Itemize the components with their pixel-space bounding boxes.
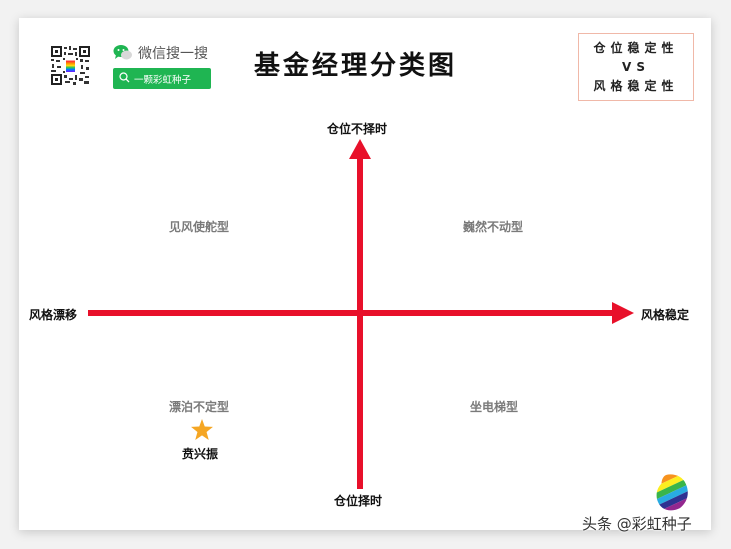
search-icon [119,71,130,86]
axis-label-left: 风格漂移 [29,308,78,322]
diagram-title: 基金经理分类图 [254,51,458,81]
wechat-icon [113,44,133,62]
up-arrow-head [349,139,371,159]
marker-label: 贲兴振 [182,447,219,461]
horizontal-axis-line [88,310,613,316]
axis-label-bottom: 仓位择时 [334,494,383,508]
vs-line-1: 仓位稳定性 [593,40,679,55]
wechat-search-label: 微信搜一搜 [138,46,208,62]
qr-code [50,45,91,86]
wechat-search-query: 一颗彩虹种子 [134,74,192,86]
quadrant-label-bottom-right: 坐电梯型 [470,400,519,414]
right-arrow-head [612,302,634,324]
rainbow-seed-logo-icon [652,472,692,512]
wechat-search-box[interactable]: 一颗彩虹种子 [113,68,211,89]
watermark: 头条 @彩虹种子 [582,515,692,533]
star-icon [191,419,213,440]
quadrant-label-bottom-left: 漂泊不定型 [169,400,230,414]
vs-box: 仓位稳定性 VS 风格稳定性 [578,33,694,101]
axis-label-top: 仓位不择时 [327,122,388,136]
wechat-search-title: 微信搜一搜 [113,43,208,63]
vertical-axis-line [357,157,363,489]
vs-line-2: VS [622,59,650,74]
vs-line-3: 风格稳定性 [593,78,679,93]
quadrant-label-top-left: 见风使舵型 [169,220,230,234]
quadrant-label-top-right: 巍然不动型 [463,220,524,234]
diagram-card [19,18,711,530]
axis-label-right: 风格稳定 [641,308,690,322]
